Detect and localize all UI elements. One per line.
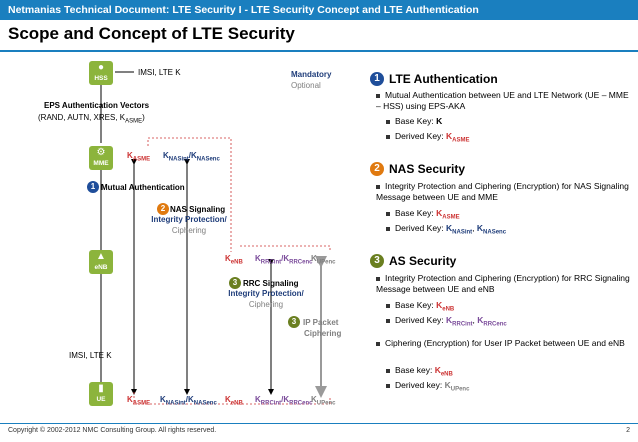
ue-keys-dashed bbox=[133, 392, 331, 405]
bullet-square-icon bbox=[386, 211, 390, 216]
ip-line1: IP Packet bbox=[303, 318, 339, 327]
ue-key-kupenc: KUPenc bbox=[311, 395, 336, 407]
badge-rrc: 3 bbox=[229, 277, 241, 289]
section-1-bullet: Mutual Authentication between UE and LTE… bbox=[376, 90, 629, 111]
title-divider bbox=[0, 50, 638, 52]
rrc-line1: RRC Signaling bbox=[243, 279, 299, 288]
legend-mandatory: Mandatory bbox=[291, 70, 332, 79]
bullet-square-icon bbox=[386, 318, 390, 323]
mme-label: MME bbox=[93, 160, 109, 167]
section-2-badge: 2 bbox=[370, 162, 384, 176]
section-1-base-key: Base Key: K bbox=[386, 116, 442, 126]
document-header: Netmanias Technical Document: LTE Securi… bbox=[0, 0, 638, 20]
badge-mutual-auth: 1 bbox=[87, 181, 99, 193]
nas-line3: Ciphering bbox=[171, 226, 207, 235]
bullet-square-icon bbox=[376, 276, 380, 281]
bullet-square-icon bbox=[386, 134, 390, 139]
enb-label: eNB bbox=[94, 264, 108, 271]
enb-key-kupenc: KUPenc bbox=[311, 254, 336, 266]
section-2-heading: NAS Security bbox=[389, 162, 466, 176]
mme-node: ⚙ MME bbox=[89, 146, 113, 170]
enb-keys-dashed bbox=[240, 245, 331, 252]
bullet-square-icon bbox=[376, 93, 380, 98]
section-2-bullet: Integrity Protection and Ciphering (Encr… bbox=[376, 181, 629, 202]
ue-key-knas: KNASint/KNASenc bbox=[160, 395, 217, 407]
bullet-square-icon bbox=[376, 184, 380, 189]
section-3-heading: AS Security bbox=[389, 254, 457, 268]
section-3-base-key-2: Base key: KeNB bbox=[386, 365, 453, 378]
bullet-square-icon bbox=[386, 383, 390, 388]
bullet-square-icon bbox=[386, 119, 390, 124]
section-3-base-key: Base Key: KeNB bbox=[386, 300, 454, 313]
nas-line1: NAS Signaling bbox=[170, 205, 226, 214]
phone-icon: ▮ bbox=[98, 383, 104, 394]
ue-label: UE bbox=[96, 396, 106, 403]
section-3-bullet: Integrity Protection and Ciphering (Encr… bbox=[376, 273, 630, 294]
ue-key-krrc: KRRCint/KRRCenc bbox=[255, 395, 313, 407]
footer-copyright: Copyright © 2002-2012 NMC Consulting Gro… bbox=[8, 427, 217, 434]
rrc-line2: Integrity Protection/ bbox=[228, 289, 304, 298]
bullet-square-icon bbox=[386, 303, 390, 308]
badge-nas: 2 bbox=[157, 203, 169, 215]
section-1-heading: LTE Authentication bbox=[389, 72, 498, 86]
bullet-square-icon bbox=[386, 368, 390, 373]
ip-line2: Ciphering bbox=[304, 329, 342, 338]
rrc-line3: Ciphering bbox=[248, 300, 284, 309]
hss-label: HSS bbox=[94, 75, 108, 82]
mutual-auth-label: Mutual Authentication bbox=[101, 183, 185, 192]
enb-key-kenb: KeNB bbox=[225, 254, 243, 266]
mme-key-knas: KNASint/KNASenc bbox=[163, 151, 220, 163]
eps-vectors-title: EPS Authentication Vectors bbox=[44, 101, 150, 110]
page-number: 2 bbox=[626, 427, 630, 434]
ue-key-kasme: KASME bbox=[127, 395, 151, 407]
antenna-icon: ▲ bbox=[96, 251, 106, 262]
database-icon: ● bbox=[97, 62, 105, 73]
section-3-derived-key-2: Derived key: KUPenc bbox=[386, 380, 469, 393]
section-2-derived-key: Derived Key: KNASint, KNASenc bbox=[386, 223, 506, 236]
bullet-square-icon bbox=[386, 226, 390, 231]
legend-optional: Optional bbox=[291, 81, 321, 90]
footer-divider bbox=[0, 423, 638, 424]
eps-vectors-body: (RAND, AUTN, XRES, KASME) bbox=[38, 113, 145, 125]
enb-key-krrc: KRRCint/KRRCenc bbox=[255, 254, 313, 266]
ue-node: ▮ UE bbox=[89, 382, 113, 406]
nas-line2: Integrity Protection/ bbox=[151, 215, 227, 224]
mme-key-kasme: KASME bbox=[127, 151, 151, 163]
hss-node: ● HSS bbox=[89, 61, 113, 85]
section-3-badge: 3 bbox=[370, 254, 384, 268]
legend: Mandatory Optional bbox=[291, 69, 331, 91]
ue-key-kenb: KeNB bbox=[225, 395, 243, 407]
page-title: Scope and Concept of LTE Security bbox=[8, 24, 295, 43]
hss-imsi-label: IMSI, LTE K bbox=[138, 68, 181, 77]
ue-imsi-label: IMSI, LTE K bbox=[69, 351, 112, 360]
section-2-base-key: Base Key: KASME bbox=[386, 208, 460, 221]
section-1-badge: 1 bbox=[370, 72, 384, 86]
section-1-derived-key: Derived Key: KASME bbox=[386, 131, 470, 144]
enb-node: ▲ eNB bbox=[89, 250, 113, 274]
section-3-bullet-2: Ciphering (Encryption) for User IP Packe… bbox=[376, 338, 631, 349]
kenb-derivation-dashed bbox=[147, 137, 232, 252]
gear-icon: ⚙ bbox=[96, 147, 106, 158]
bullet-square-icon bbox=[376, 341, 380, 346]
badge-ip: 3 bbox=[288, 316, 300, 328]
section-3-derived-key: Derived Key: KRRCint, KRRCenc bbox=[386, 315, 507, 328]
